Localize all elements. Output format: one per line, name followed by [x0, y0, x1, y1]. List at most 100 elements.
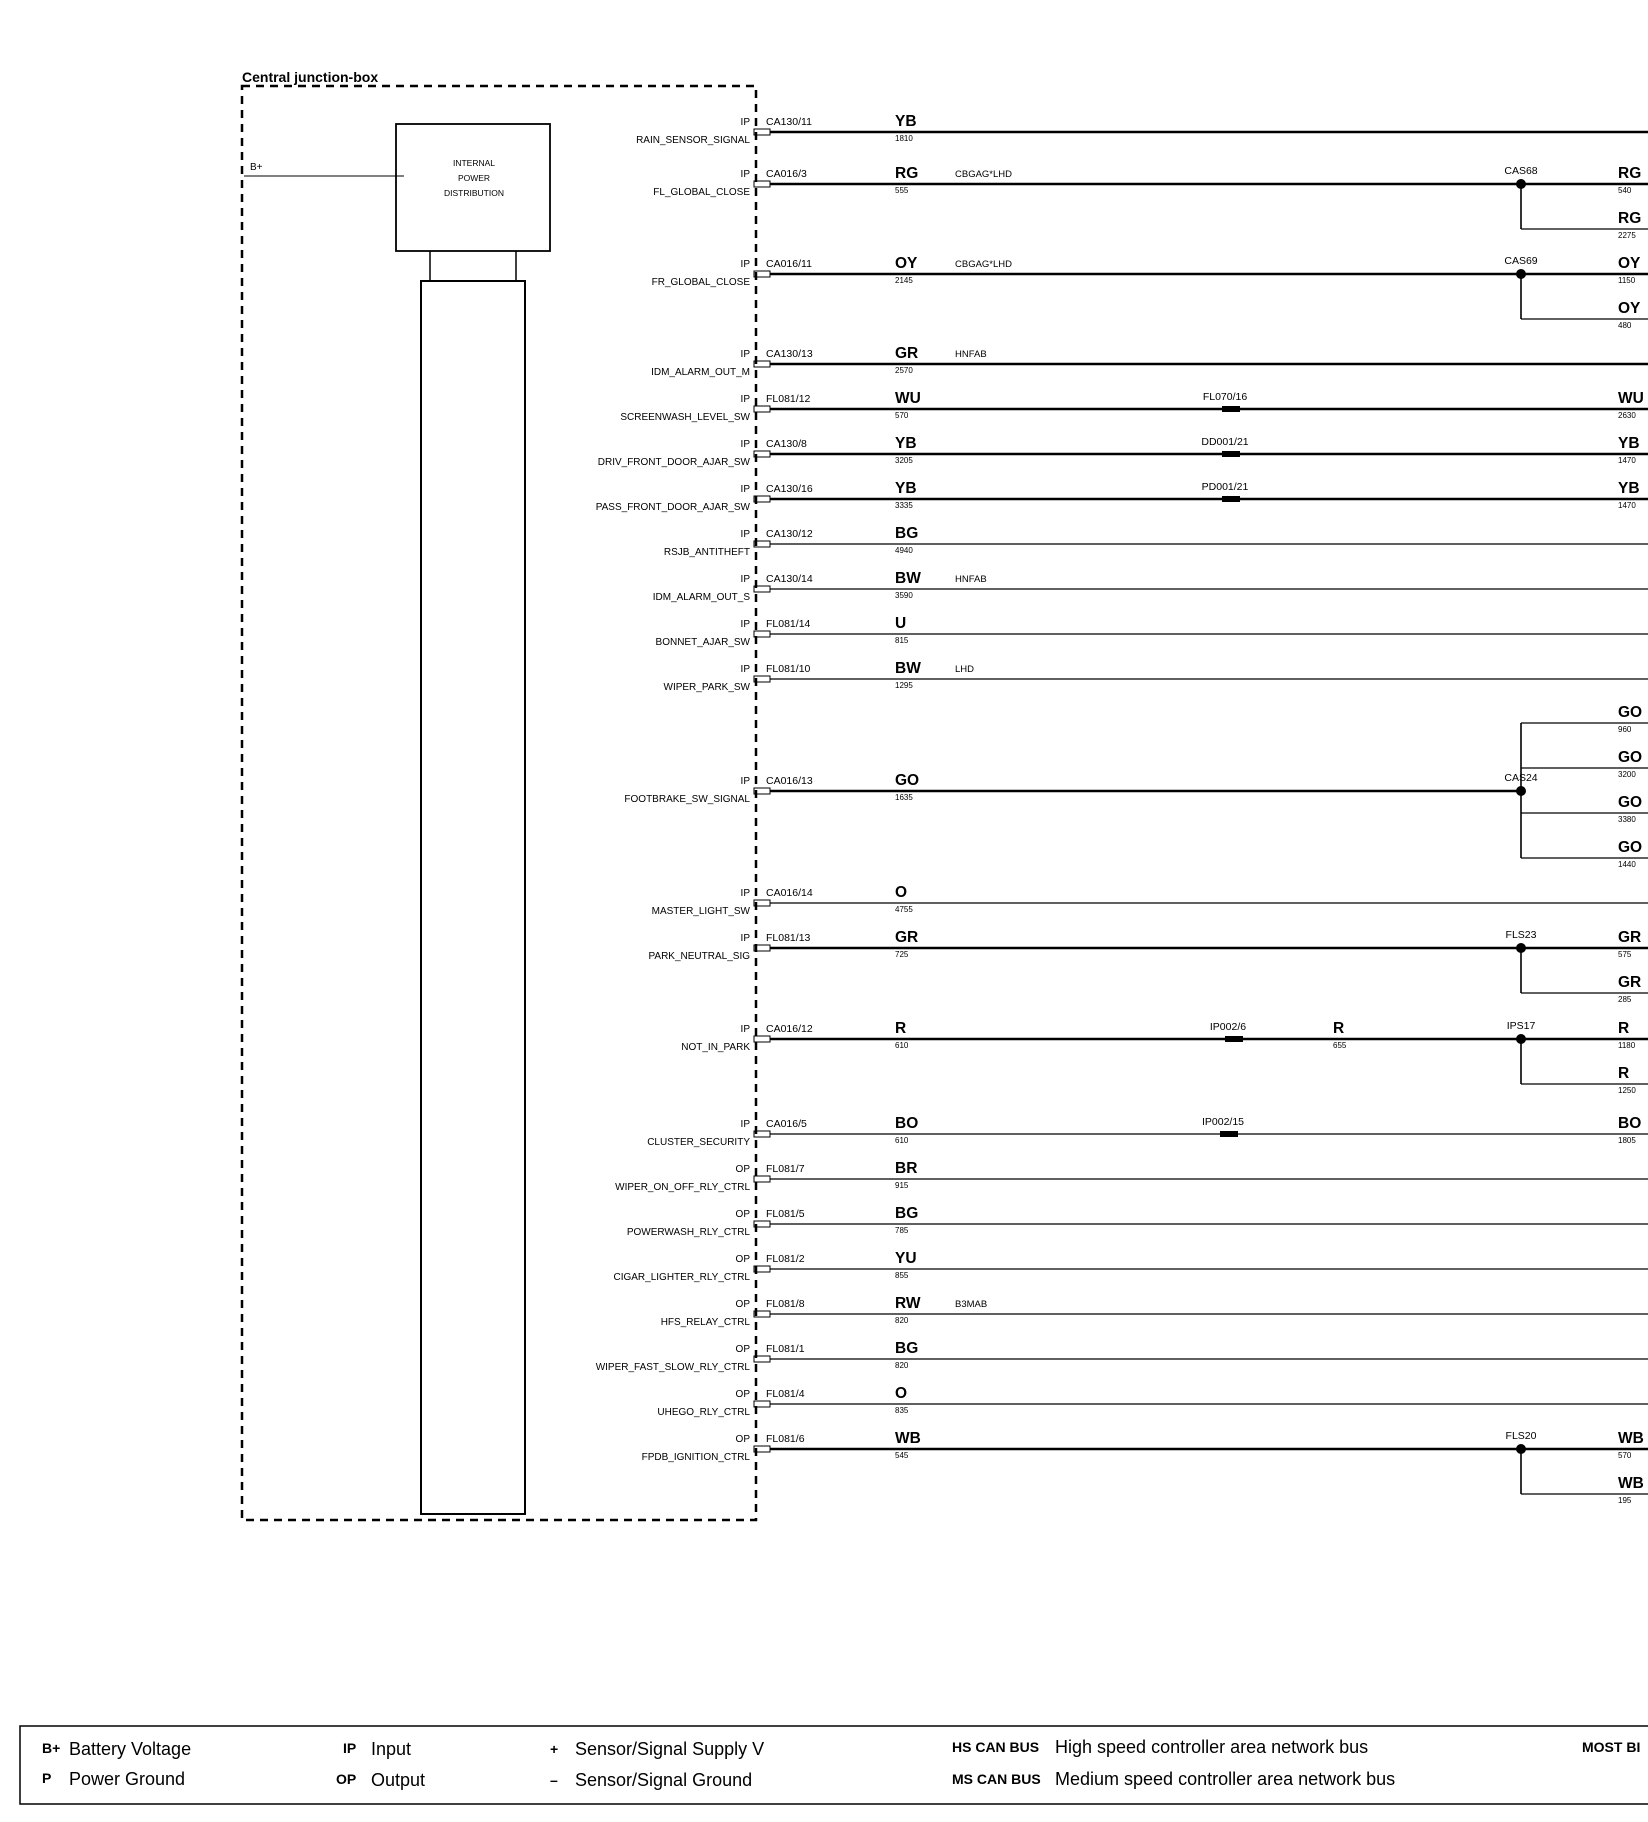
- circuit-direction: OP: [736, 1344, 751, 1355]
- circuit-connector-id: CA130/8: [766, 438, 807, 450]
- circuit-connector-id: FL081/1: [766, 1343, 805, 1355]
- branch-wire-number: 285: [1618, 995, 1632, 1004]
- branch-wire-number: 480: [1618, 321, 1632, 330]
- circuit-direction: IP: [741, 484, 751, 495]
- circuit-signal-name: IDM_ALARM_OUT_M: [651, 367, 750, 378]
- end-wire-number: 1805: [1618, 1136, 1636, 1145]
- wire-circuit-number-after-inline: 655: [1333, 1041, 1347, 1050]
- wire-color-code: BG: [895, 525, 918, 542]
- junction-box: Central junction-box INTERNAL POWER DIST…: [240, 69, 758, 1522]
- branch-wire-number: 1440: [1618, 860, 1636, 869]
- wire-circuit-number: 915: [895, 1181, 909, 1190]
- branch-wire-number: 3200: [1618, 770, 1636, 779]
- circuit-signal-name: RSJB_ANTITHEFT: [664, 547, 750, 558]
- wire-color-code: GR: [895, 345, 918, 362]
- legend: B+ Battery Voltage P Power Ground IP Inp…: [19, 1725, 1648, 1805]
- circuit-connector-id: FL081/8: [766, 1298, 805, 1310]
- wire-color-code: BG: [895, 1340, 918, 1357]
- end-wire-number: 2630: [1618, 411, 1636, 420]
- circuit-direction: IP: [741, 259, 751, 270]
- branch-wire-number: 1250: [1618, 1086, 1636, 1095]
- end-wire-color-code: WU: [1618, 390, 1644, 407]
- wire-circuit-number: 545: [895, 1451, 909, 1460]
- splice-id: FLS20: [1506, 1430, 1537, 1442]
- inline-connector-marker: [1222, 451, 1240, 457]
- circuit-signal-name: FPDB_IGNITION_CTRL: [642, 1452, 751, 1463]
- wire-color-code: RG: [895, 165, 918, 182]
- circuit-direction: IP: [741, 574, 751, 585]
- circuit-direction: OP: [736, 1299, 751, 1310]
- branch-wire-color-code: GO: [1618, 749, 1642, 766]
- wire-circuit-number: 725: [895, 950, 909, 959]
- circuit-signal-name: RAIN_SENSOR_SIGNAL: [636, 135, 750, 146]
- circuit-signal-name: PASS_FRONT_DOOR_AJAR_SW: [596, 502, 751, 513]
- wire-color-code: U: [895, 615, 906, 632]
- wire-circuit-number: 820: [895, 1361, 909, 1370]
- wire-color-code: YB: [895, 480, 917, 497]
- circuit-direction: IP: [741, 933, 751, 944]
- wire-color-code: GR: [895, 929, 918, 946]
- wire-circuit-number: 555: [895, 186, 909, 195]
- junction-box-title: Central junction-box: [242, 69, 378, 85]
- circuit-signal-name: CLUSTER_SECURITY: [647, 1137, 750, 1148]
- branch-wire-color-code: GR: [1618, 929, 1641, 946]
- circuit-connector-id: CA016/11: [766, 258, 812, 270]
- branch-wire-color-code: RG: [1618, 210, 1641, 227]
- junction-box-outline: [240, 84, 758, 1522]
- circuit-signal-name: POWERWASH_RLY_CTRL: [627, 1227, 751, 1238]
- circuit-connector-id: FL081/14: [766, 618, 811, 630]
- circuit-connector-id: FL081/5: [766, 1208, 805, 1220]
- circuit-signal-name: WIPER_FAST_SLOW_RLY_CTRL: [596, 1362, 751, 1373]
- branch-wire-color-code: RG: [1618, 165, 1641, 182]
- end-wire-number: 1470: [1618, 456, 1636, 465]
- legend-desc-sensor-ground: Sensor/Signal Ground: [575, 1770, 752, 1790]
- branch-wire-number: 2275: [1618, 231, 1636, 240]
- wire-color-code: WB: [895, 1430, 921, 1447]
- internal-block-line-1: INTERNAL: [453, 158, 495, 168]
- circuit-connector-id: CA130/14: [766, 573, 813, 585]
- legend-abbr-most: MOST BI: [1582, 1739, 1640, 1755]
- branch-wire-color-code: GO: [1618, 794, 1642, 811]
- branch-wire-number: 575: [1618, 950, 1632, 959]
- branch-wire-color-code: WB: [1618, 1475, 1644, 1492]
- wire-circuit-number: 570: [895, 411, 909, 420]
- wire-circuit-number: 855: [895, 1271, 909, 1280]
- splice-id: CAS69: [1504, 255, 1537, 267]
- wire-color-code: BO: [895, 1115, 918, 1132]
- branch-wire-number: 1150: [1618, 276, 1636, 285]
- circuit-direction: IP: [741, 888, 751, 899]
- branch-wire-number: 960: [1618, 725, 1632, 734]
- wire-color-code: RW: [895, 1295, 921, 1312]
- pin-marker: [753, 1035, 771, 1043]
- circuit-direction: IP: [741, 1024, 751, 1035]
- circuit-connector-id: FL081/6: [766, 1433, 805, 1445]
- circuit-direction: IP: [741, 1119, 751, 1130]
- inline-connector-marker: [1220, 1131, 1238, 1137]
- end-wire-color-code: YB: [1618, 480, 1640, 497]
- branch-wire-number: 570: [1618, 1451, 1632, 1460]
- circuit-connector-id: FL081/4: [766, 1388, 805, 1400]
- circuit-direction: IP: [741, 619, 751, 630]
- circuit-connector-id: FL081/13: [766, 932, 811, 944]
- circuit-direction: OP: [736, 1389, 751, 1400]
- legend-desc-ms-can: Medium speed controller area network bus: [1055, 1769, 1395, 1789]
- battery-feed-label: B+: [250, 162, 263, 173]
- internal-block-line-2: POWER: [458, 173, 490, 183]
- internal-block-line-3: DISTRIBUTION: [444, 188, 504, 198]
- pin-marker: [753, 1175, 771, 1183]
- legend-desc-input: Input: [371, 1739, 411, 1759]
- circuit-connector-id: FL081/12: [766, 393, 811, 405]
- wire-color-code: WU: [895, 390, 921, 407]
- legend-desc-battery-voltage: Battery Voltage: [69, 1739, 191, 1759]
- branch-wire-color-code: OY: [1618, 255, 1641, 272]
- circuit-direction: OP: [736, 1254, 751, 1265]
- legend-abbr-power-ground: P: [42, 1770, 51, 1786]
- wire-color-code: BW: [895, 570, 921, 587]
- circuit-signal-name: UHEGO_RLY_CTRL: [657, 1407, 750, 1418]
- branch-wire-number: 540: [1618, 186, 1632, 195]
- wire-color-code: GO: [895, 772, 919, 789]
- branch-wire-number: 3380: [1618, 815, 1636, 824]
- legend-desc-sensor-supply: Sensor/Signal Supply V: [575, 1739, 764, 1759]
